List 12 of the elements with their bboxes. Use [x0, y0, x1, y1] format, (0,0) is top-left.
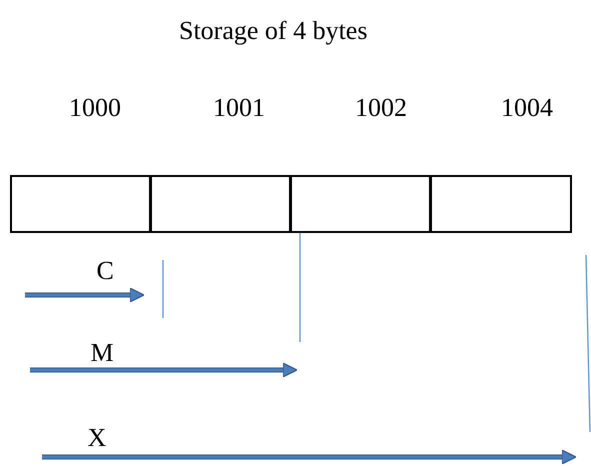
memory-cell [150, 175, 291, 233]
memory-cell [10, 175, 151, 233]
memory-address: 1002 [355, 95, 407, 121]
memory-address: 1000 [69, 95, 121, 121]
memory-cell [290, 175, 431, 233]
memory-address: 1004 [501, 95, 553, 121]
diagram-title: Storage of 4 bytes [179, 18, 368, 44]
variable-name: C [96, 258, 114, 284]
variable-name: M [90, 340, 114, 366]
memory-address: 1001 [213, 95, 265, 121]
variable-name: X [88, 425, 106, 451]
memory-cell [430, 175, 572, 233]
